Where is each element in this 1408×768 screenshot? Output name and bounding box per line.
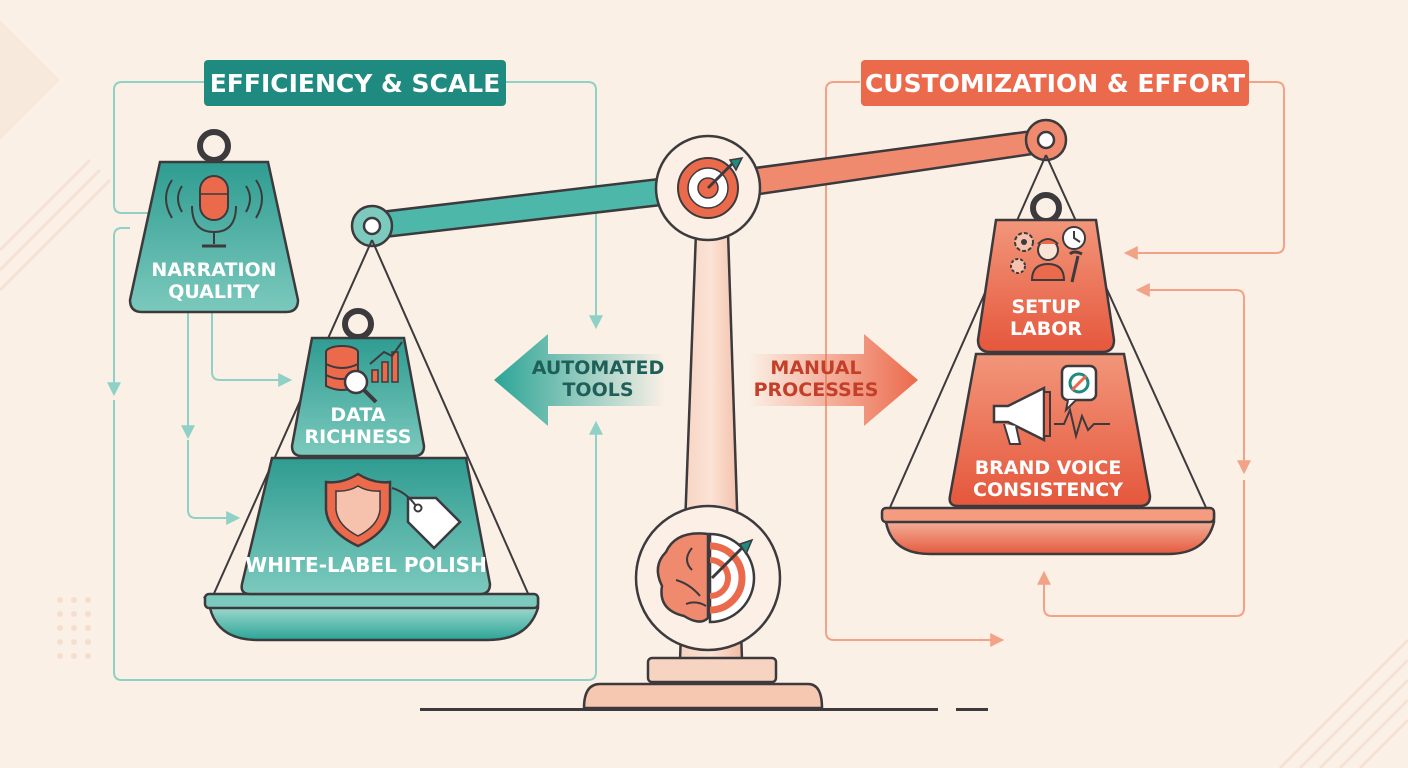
narration-label-line2: QUALITY — [168, 281, 260, 303]
header-customization-text: CUSTOMIZATION & EFFORT — [865, 69, 1245, 98]
narration-label-line1: NARRATION — [151, 259, 276, 281]
automated-tools-line1: AUTOMATED — [532, 357, 665, 379]
left-flow-connectors — [107, 81, 603, 681]
target-icon — [677, 157, 744, 219]
efficiency-scale-header: EFFICIENCY & SCALE — [204, 60, 506, 106]
white-label-polish-label: WHITE-LABEL POLISH — [245, 553, 487, 577]
brain-target-medallion — [634, 504, 782, 652]
setup-labor-label-line1: SETUP — [1012, 296, 1081, 318]
data-richness-label-line1: DATA — [330, 404, 385, 426]
brand-voice-label-line1: BRAND VOICE — [975, 457, 1122, 479]
header-efficiency-text: EFFICIENCY & SCALE — [210, 69, 501, 98]
left-pan — [202, 239, 540, 642]
setup-labor-label-line2: LABOR — [1010, 318, 1082, 340]
customization-effort-header: CUSTOMIZATION & EFFORT — [861, 60, 1249, 106]
background-decoration — [0, 20, 1408, 768]
data-richness-label-line2: RICHNESS — [305, 426, 412, 448]
pivot-target — [654, 134, 762, 242]
manual-processes-arrow: MANUAL PROCESSES — [748, 334, 918, 426]
automated-tools-arrow: AUTOMATED TOOLS — [494, 334, 666, 426]
manual-processes-line1: MANUAL — [770, 357, 861, 379]
right-flow-connectors — [825, 81, 1285, 647]
weight-brand-voice: BRAND VOICE CONSISTENCY — [948, 352, 1152, 508]
worker-gears-icon — [1010, 226, 1086, 283]
microphone-icon — [165, 175, 263, 248]
brand-voice-label-line2: CONSISTENCY — [973, 479, 1123, 501]
weight-data-richness: DATA RICHNESS — [290, 308, 426, 458]
shield-tag-icon — [324, 472, 462, 550]
brain-target-icon — [656, 532, 756, 624]
weight-white-label-polish: WHITE-LABEL POLISH — [240, 456, 492, 596]
manual-processes-line2: PROCESSES — [754, 379, 879, 401]
right-pan — [880, 154, 1216, 556]
automated-tools-line2: TOOLS — [562, 379, 633, 401]
weight-narration-quality: NARRATION QUALITY — [128, 129, 300, 314]
weight-setup-labor: SETUP LABOR — [976, 192, 1116, 354]
megaphone-icon — [992, 364, 1110, 445]
database-search-icon — [325, 341, 403, 404]
